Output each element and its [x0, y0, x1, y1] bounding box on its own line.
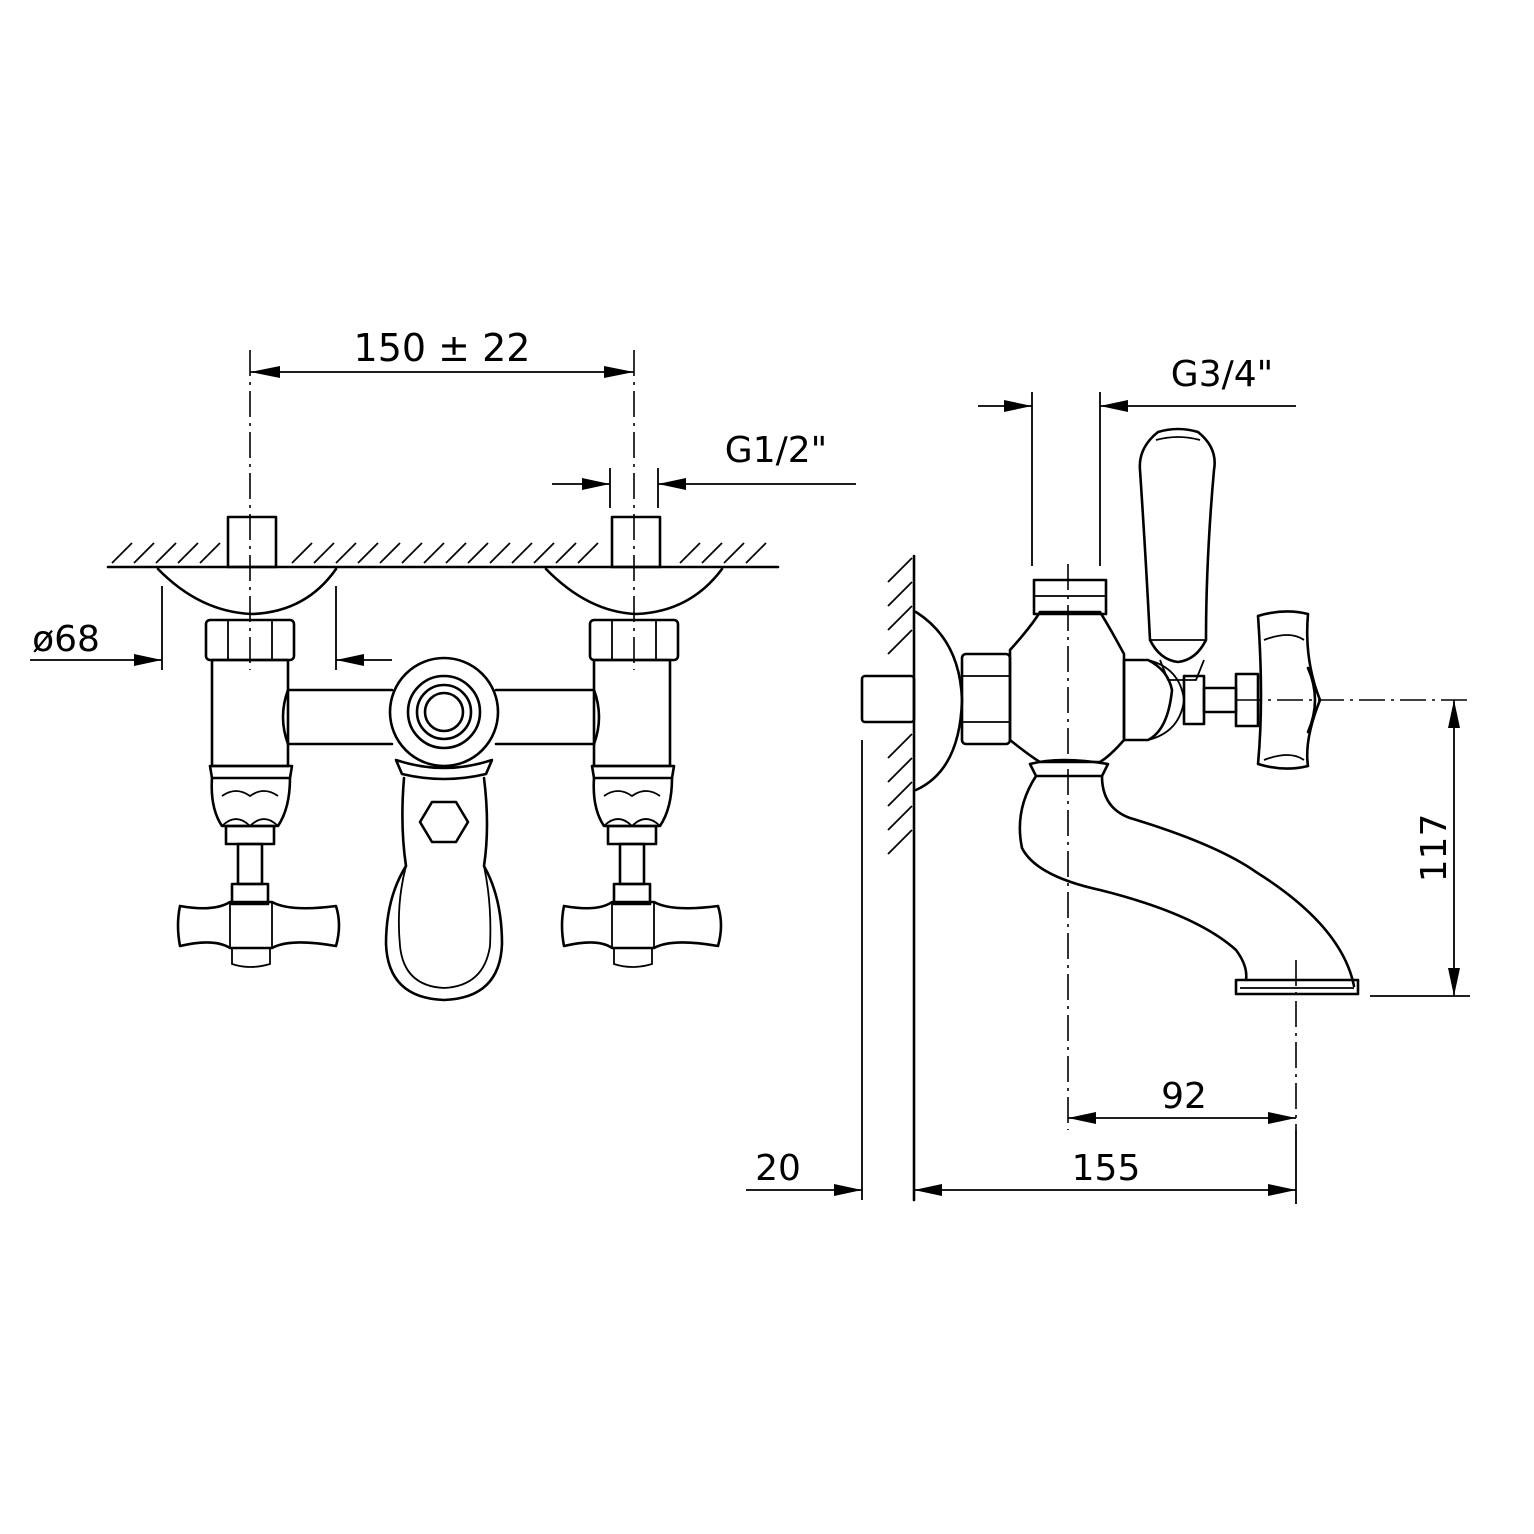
outlet-connector [1032, 578, 1108, 616]
side-bonnet [1122, 658, 1174, 742]
outlet-thread-label: G3/4" [1171, 354, 1273, 395]
left-wall-flange [156, 567, 338, 616]
side-hex-nut [960, 652, 1012, 746]
side-spout [1018, 758, 1360, 996]
total-projection-label: 155 [1072, 1148, 1141, 1189]
inlet-thread-dimension: G1/2" [552, 430, 856, 508]
spout-height-dimension: 117 [1370, 700, 1470, 997]
right-bonnet [590, 764, 676, 906]
left-inlet-pipe [226, 515, 278, 569]
inlet-thread-label: G1/2" [725, 430, 827, 471]
wall-offset-label: 20 [755, 1148, 801, 1189]
right-inlet-pipe [610, 515, 662, 569]
flange-diameter-dimension: ø68 [30, 586, 392, 670]
side-cross-handle [1234, 610, 1322, 770]
projection-dimensions: 20 155 [746, 1130, 1297, 1204]
wall-hatching-front [106, 542, 780, 569]
spout-height-label: 117 [1414, 814, 1455, 883]
lever-handle [1138, 427, 1216, 681]
center-distance-dimension: 150 ± 22 [250, 326, 634, 378]
flange-diameter-label: ø68 [32, 619, 100, 660]
right-valve-body [592, 658, 672, 768]
spout-reach-dimension: 92 [1068, 1076, 1296, 1124]
left-bonnet [208, 764, 294, 906]
side-wall-flange [914, 610, 964, 792]
front-view: 150 ± 22 G1/2" ø68 [30, 326, 856, 1002]
side-mixer-body [1008, 610, 1126, 764]
mixer-body [281, 656, 601, 768]
side-inlet-pipe [860, 674, 916, 724]
center-distance-label: 150 ± 22 [354, 326, 531, 370]
left-cross-handle [176, 900, 341, 968]
spout-reach-label: 92 [1161, 1076, 1207, 1117]
diverter-knob [406, 674, 482, 750]
side-view: G3/4" 117 92 20 155 [746, 354, 1470, 1204]
right-cross-handle [560, 900, 723, 968]
right-wall-flange [544, 567, 724, 616]
wall-hatching-side [887, 554, 916, 1202]
outlet-thread-dimension: G3/4" [978, 354, 1296, 566]
spout-front [384, 758, 504, 1002]
left-valve-body [210, 658, 290, 768]
